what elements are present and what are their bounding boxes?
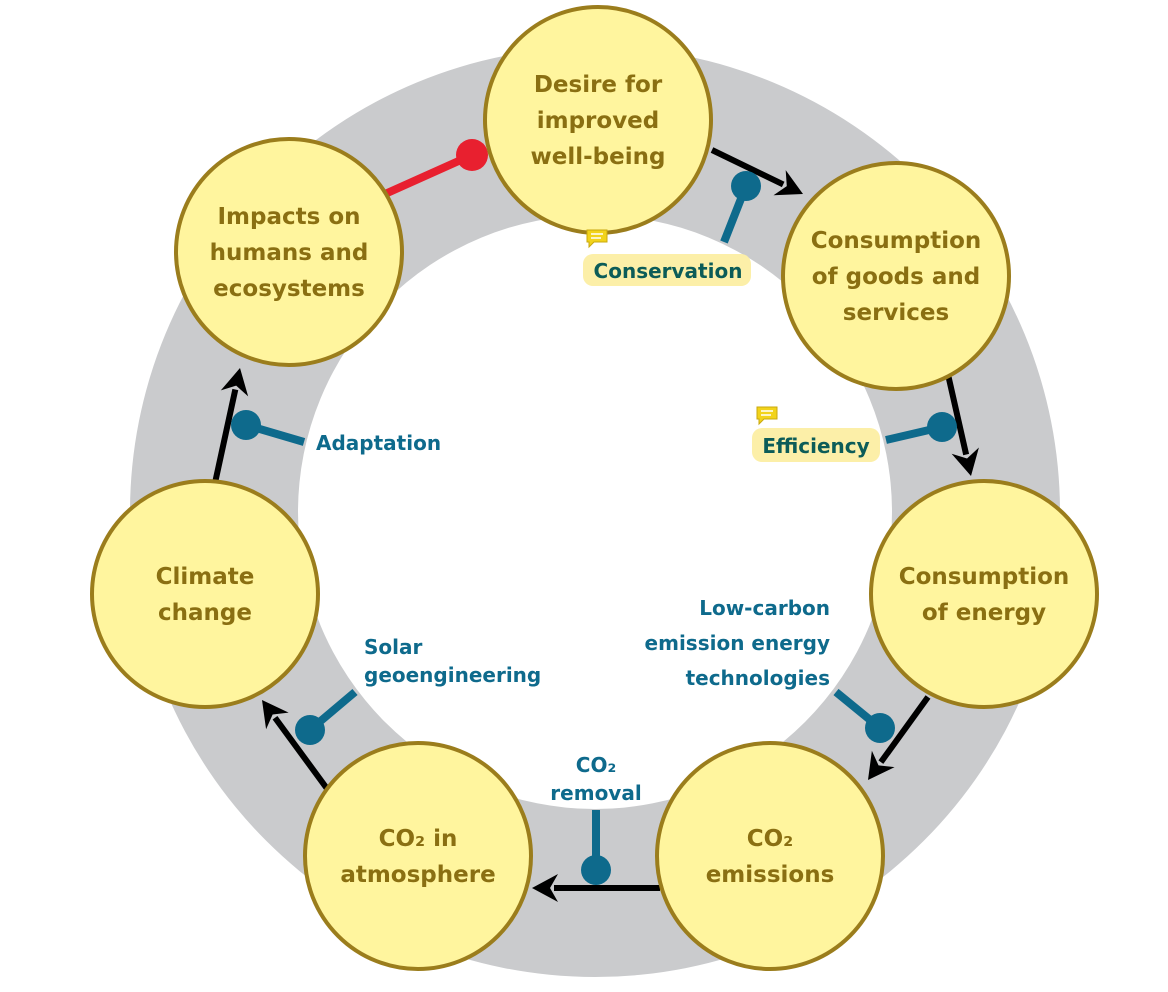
lever-label-line: geoengineering [364,663,541,687]
arrow-shaft [212,388,239,484]
node-label-line: atmosphere [340,862,495,888]
lever-label-line: Adaptation [316,431,441,455]
levers-layer [231,171,957,885]
lever-label-line: Efficiency [762,434,869,458]
node-label-line: of energy [922,600,1046,626]
links-layer [212,139,979,902]
arrowhead-icon [773,170,803,196]
link-desire-to-goods [710,147,803,196]
arrowhead-icon [868,750,895,780]
lever-low-carbon [833,688,895,743]
arrowhead-icon [532,874,558,902]
node-label-line: CO₂ in [379,826,458,852]
lever-label-line: Low-carbon [699,596,830,620]
arrow-shaft [878,695,931,764]
link-atmosphere-to-climate [262,700,331,792]
node-label-line: Climate [156,564,255,590]
lever-co2-removal [581,810,611,885]
lever-label-line: emission energy [645,631,830,655]
lever-knob-icon [927,412,957,442]
text-highlight [583,254,751,286]
link-climate-to-impacts [212,368,249,484]
node-label-line: Impacts on [217,204,360,230]
inhibit-dot-icon [456,139,488,171]
node-circle [174,137,404,367]
node-label-line: of goods and [812,264,980,290]
lever-knob-icon [581,855,611,885]
node-impacts: Impacts on humans and ecosystems [174,137,404,367]
link-goods-to-energy [944,369,979,476]
node-atmosphere: CO₂ in atmosphere [303,741,533,971]
node-energy: Consumption of energy [869,479,1099,709]
lever-knob-icon [295,715,325,745]
lever-label-line: Conservation [594,259,743,283]
arrow-shaft [272,715,331,792]
node-label-line: well-being [531,144,666,170]
comment-icon[interactable] [586,229,608,249]
lever-solar-geoengineering [295,688,358,745]
node-circle [303,741,533,971]
node-label-line: ecosystems [213,276,365,302]
lever-label-efficiency: Efficiency [752,406,880,462]
node-circle [781,161,1011,391]
text-highlight [752,428,880,462]
node-label-line: Consumption [811,228,982,254]
lever-label-line: removal [550,781,641,805]
link-energy-to-emissions [868,695,931,780]
node-label-line: humans and [210,240,369,266]
node-goods: Consumption of goods and services [781,161,1011,391]
link-emissions-to-atmosphere [532,874,660,902]
node-circle [869,479,1099,709]
node-label-line: improved [537,108,660,134]
lever-knob-icon [865,713,895,743]
lever-label-line: Solar [364,635,422,659]
lever-label-conservation: Conservation [583,229,751,286]
arrow-shaft [944,369,970,456]
arrowhead-icon [262,700,289,730]
node-label-line: CO₂ [747,826,794,852]
lever-label-co2-removal: CO₂ removal [550,753,641,805]
comment-icon[interactable] [756,406,778,426]
lever-label-line: CO₂ [576,753,616,777]
lever-knob-icon [731,171,761,201]
node-climate: Climate change [90,479,320,709]
node-emissions: CO₂ emissions [655,741,885,971]
node-label-line: change [158,600,252,626]
lever-label-adaptation: Adaptation [316,431,441,455]
lever-adaptation [231,410,306,446]
lever-label-solar-geoengineering: Solar geoengineering [364,635,541,687]
link-impacts-to-desire [383,139,488,198]
lever-efficiency [885,412,957,444]
lever-knob-icon [231,410,261,440]
lever-label-line: technologies [686,666,830,690]
node-label-line: services [843,300,949,326]
node-desire: Desire for improved well-being [483,5,713,235]
lever-label-low-carbon: Low-carbon emission energy technologies [645,596,830,690]
arrowhead-icon [951,447,979,476]
node-label-line: Consumption [899,564,1070,590]
node-circle [655,741,885,971]
arrow-shaft [710,147,785,188]
node-label-line: emissions [706,862,835,888]
lever-conservation [720,171,761,244]
node-circle [90,479,320,709]
arrowhead-icon [220,368,249,397]
node-label-line: Desire for [534,72,663,98]
